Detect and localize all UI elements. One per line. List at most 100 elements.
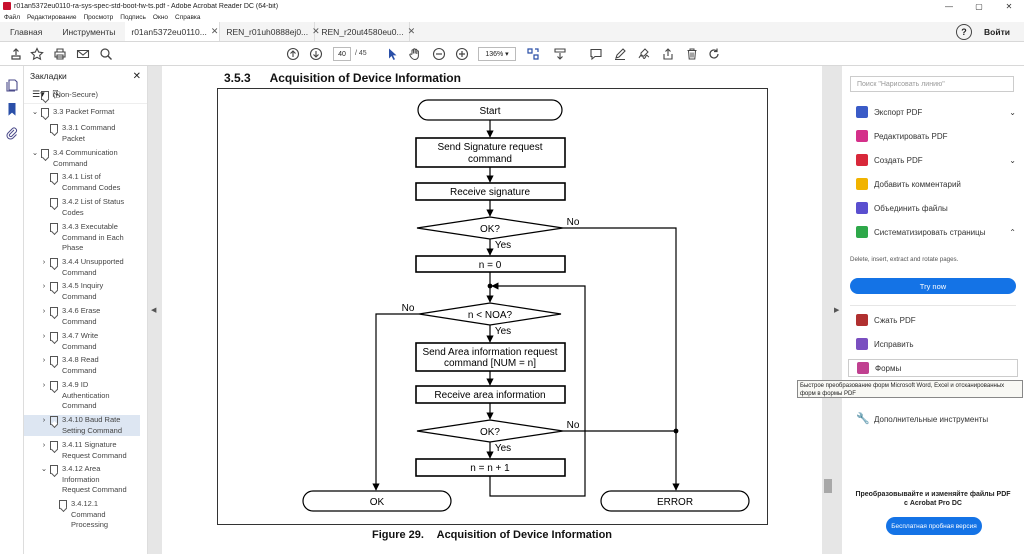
pen-icon[interactable] <box>612 46 628 62</box>
document-view[interactable]: 3.5.3 Acquisition of Device Information <box>162 66 822 554</box>
chevron-down-icon[interactable]: ⌄ <box>31 107 39 116</box>
zoom-out-icon[interactable] <box>431 46 447 62</box>
chevron-down-icon[interactable]: ⌄ <box>40 464 48 473</box>
select-cursor-icon[interactable] <box>384 46 400 62</box>
chevron-right-icon[interactable]: › <box>42 306 46 315</box>
left-panel-collapse[interactable]: ◀ <box>148 66 162 554</box>
bookmark-label-line: 3.4.12 Area <box>62 464 101 473</box>
tool-item[interactable]: Исправить <box>856 335 1016 353</box>
chevron-down-icon[interactable]: ⌄ <box>1009 155 1016 165</box>
try-now-button[interactable]: Try now <box>850 278 1016 294</box>
chevron-right-icon[interactable]: › <box>42 281 46 290</box>
rotate-icon[interactable] <box>706 46 722 62</box>
menu-file[interactable]: Файл <box>4 13 20 21</box>
hand-tool-icon[interactable] <box>407 46 423 62</box>
free-trial-button[interactable]: Бесплатная пробная версия <box>886 517 982 535</box>
next-page-icon[interactable] <box>308 46 324 62</box>
menu-sign[interactable]: Подпись <box>120 13 146 21</box>
chevron-right-icon[interactable]: › <box>42 440 46 449</box>
tab-document-2[interactable]: REN_r01uh0888ej0... ✕ <box>220 22 320 41</box>
star-icon[interactable] <box>29 46 45 62</box>
close-icon[interactable]: ✕ <box>132 70 141 82</box>
tool-item[interactable]: Систематизировать страницы⌃ <box>856 223 1016 241</box>
menu-help[interactable]: Справка <box>175 13 201 21</box>
right-panel-collapse[interactable]: ▶ <box>834 66 842 554</box>
comment-icon[interactable] <box>588 46 604 62</box>
close-tab-icon[interactable]: ✕ <box>407 26 416 36</box>
document-scrollbar[interactable] <box>822 66 834 554</box>
tool-item[interactable]: Формы <box>848 359 1018 377</box>
tab-tools[interactable]: Инструменты <box>62 26 116 37</box>
sign-icon[interactable] <box>636 46 652 62</box>
page-thumbnails-icon[interactable] <box>5 78 19 92</box>
chevron-down-icon[interactable]: ⌄ <box>31 148 39 157</box>
tool-item[interactable]: Объединить файлы <box>856 199 1016 217</box>
share-icon[interactable] <box>660 46 676 62</box>
page-number-input[interactable]: 40 <box>333 47 351 61</box>
mail-icon[interactable] <box>75 46 91 62</box>
bookmark-options-icon[interactable]: ☰▾ <box>32 89 45 99</box>
chevron-right-icon[interactable]: › <box>42 355 46 364</box>
maximize-button[interactable]: ▢ <box>975 1 983 11</box>
scroll-mode-icon[interactable] <box>552 46 568 62</box>
page-total: / 45 <box>355 50 367 57</box>
previous-page-icon[interactable] <box>285 46 301 62</box>
tool-item[interactable]: Редактировать PDF <box>856 127 1016 145</box>
zoom-in-icon[interactable] <box>454 46 470 62</box>
bookmark-icon <box>50 416 58 425</box>
minimize-button[interactable]: — <box>945 1 953 11</box>
scrollbar-thumb[interactable] <box>824 479 832 493</box>
zoom-level-select[interactable]: 136% ▾ <box>478 47 516 61</box>
chevron-down-icon[interactable]: ⌄ <box>1009 107 1016 117</box>
chevron-right-icon[interactable]: › <box>42 331 46 340</box>
chevron-up-icon[interactable]: ⌃ <box>1009 227 1016 237</box>
menu-window[interactable]: Окно <box>152 13 169 21</box>
sign-in-button[interactable]: Войти <box>984 26 1010 37</box>
tab-home[interactable]: Главная <box>10 26 43 37</box>
chevron-right-icon[interactable]: › <box>42 415 46 424</box>
close-tab-icon[interactable]: ✕ <box>210 26 219 36</box>
search-icon[interactable] <box>98 46 114 62</box>
tool-item[interactable]: Экспорт PDF⌄ <box>856 103 1016 121</box>
fit-page-icon[interactable] <box>525 46 541 62</box>
chevron-right-icon[interactable]: › <box>42 257 46 266</box>
tool-item[interactable]: Сжать PDF <box>856 311 1016 329</box>
menu-view[interactable]: Просмотр <box>83 13 114 21</box>
upload-icon[interactable] <box>8 46 24 62</box>
bookmarks-panel-icon[interactable] <box>5 102 19 116</box>
help-icon[interactable]: ? <box>956 24 973 40</box>
bookmark-icon <box>50 332 58 341</box>
new-bookmark-icon[interactable]: ⎘ <box>52 89 60 99</box>
more-tools-button[interactable]: 🔧 Дополнительные инструменты <box>856 410 1016 428</box>
bookmark-item[interactable]: (Non-Secure) <box>24 90 140 101</box>
print-icon[interactable] <box>52 46 68 62</box>
delete-icon[interactable] <box>684 46 700 62</box>
tool-item[interactable]: Создать PDF⌄ <box>856 151 1016 169</box>
tool-item[interactable]: Добавить комментарий <box>856 175 1016 193</box>
tab-document-1[interactable]: r01an5372eu0110... ✕ <box>125 22 221 41</box>
close-window-button[interactable]: ✕ <box>1005 1 1013 11</box>
close-tab-icon[interactable]: ✕ <box>312 26 320 36</box>
attachments-icon[interactable] <box>5 126 19 140</box>
tool-search-input[interactable]: Поиск "Нарисовать линию" <box>850 76 1014 92</box>
tab-document-3[interactable]: REN_r20ut4580eu0... ✕ <box>315 22 415 41</box>
bookmark-item[interactable]: ⌄3.3 Packet Format <box>24 107 140 118</box>
menu-edit[interactable]: Редактирование <box>26 13 77 21</box>
chevron-right-icon[interactable]: › <box>42 380 46 389</box>
